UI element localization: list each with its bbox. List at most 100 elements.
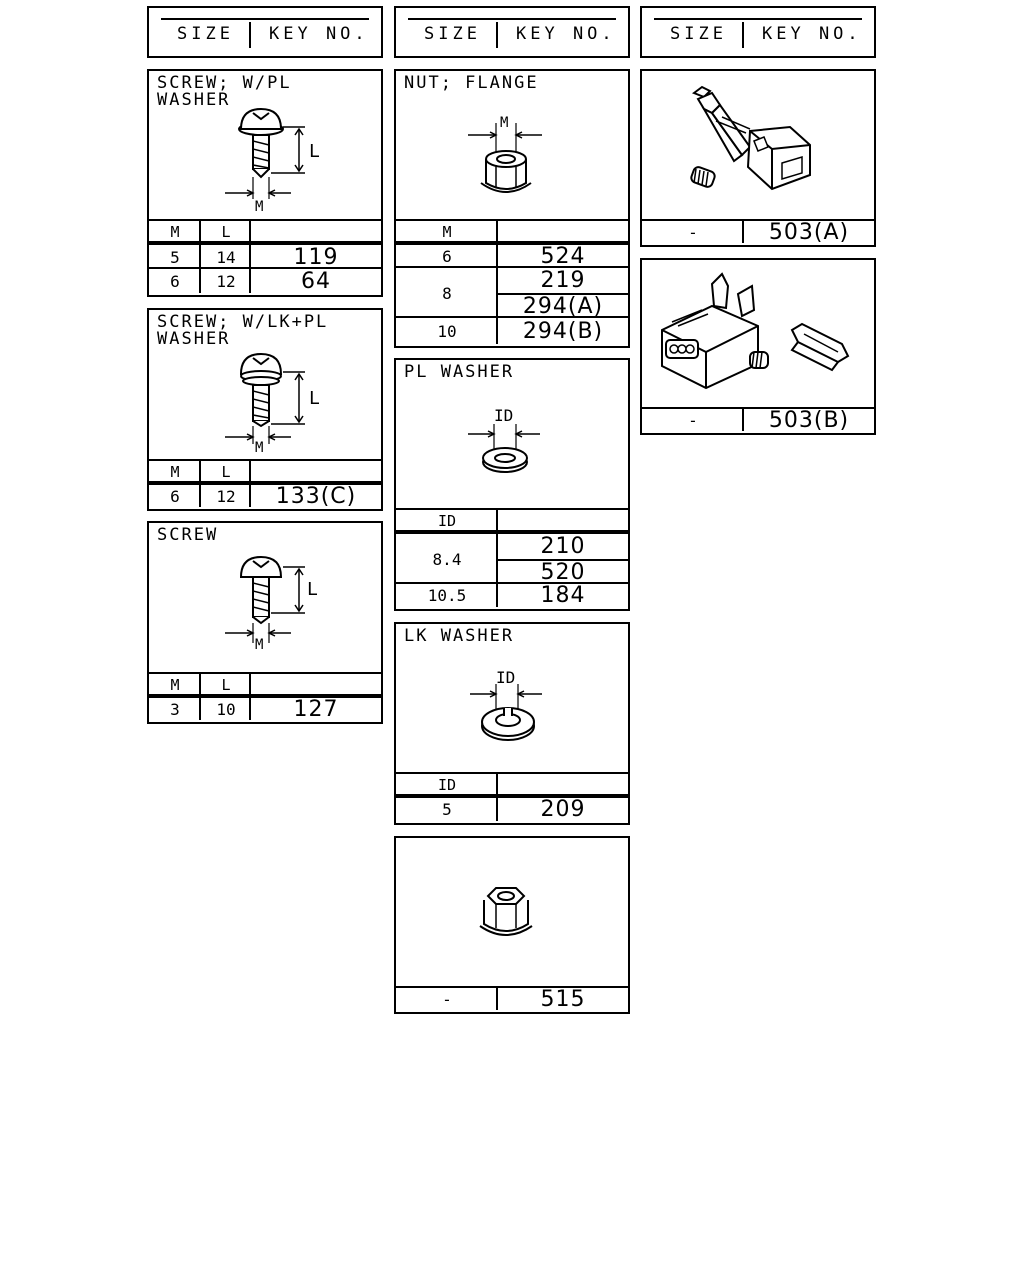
col-key-header bbox=[496, 221, 628, 243]
cell-m: 5 bbox=[170, 247, 180, 267]
part-lk-washer: LK WASHER ID ID 5 209 bbox=[394, 622, 630, 825]
col-l-header: L bbox=[199, 674, 251, 696]
part-nut-515: - 515 bbox=[394, 836, 630, 1014]
header-box-col1: SIZE KEY NO. bbox=[147, 6, 383, 58]
part-title: SCREW bbox=[157, 525, 219, 545]
connector-housing-drawing bbox=[661, 272, 850, 390]
table-row: 10.5 184 bbox=[396, 582, 628, 608]
size-table: ID 8.4 210 520 10.5 184 bbox=[396, 508, 628, 609]
cell-key: 503(B) bbox=[742, 408, 874, 433]
col-m-header: M bbox=[442, 223, 452, 241]
col-l-header: L bbox=[199, 461, 251, 483]
dim-id-label: ID bbox=[494, 406, 514, 425]
table-header-row: ID bbox=[396, 772, 628, 796]
cell-m: 3 bbox=[170, 699, 180, 719]
cell-key: 219 bbox=[496, 268, 628, 293]
header-box-col3: SIZE KEY NO. bbox=[640, 6, 876, 58]
table-row: 3 10 127 bbox=[149, 694, 381, 722]
col-m-header: M bbox=[170, 223, 180, 241]
size-table: M 6 524 8 219 294(A) 10 294(B) bbox=[396, 219, 628, 346]
table-header-row: M L bbox=[149, 672, 381, 696]
cell-key: 210 bbox=[496, 534, 628, 559]
table-row: 6 524 bbox=[396, 241, 628, 269]
dim-l-label: L bbox=[309, 388, 320, 409]
hex-flange-nut-drawing bbox=[479, 887, 533, 936]
cell-m: 8 bbox=[442, 283, 452, 303]
table-header-row: M bbox=[396, 219, 628, 243]
header-row: SIZE KEY NO. bbox=[408, 18, 616, 50]
table-header-row: ID bbox=[396, 508, 628, 532]
header-divider bbox=[496, 22, 498, 48]
dim-m-label: M bbox=[255, 440, 264, 456]
screw-drawing bbox=[225, 555, 305, 643]
plain-washer-drawing bbox=[468, 424, 540, 473]
table-row: - 515 bbox=[396, 986, 628, 1012]
col-key-header bbox=[249, 221, 381, 243]
col-m-header: M bbox=[170, 676, 180, 694]
col-l-header: L bbox=[199, 221, 251, 243]
size-table: M L 3 10 127 bbox=[149, 672, 381, 722]
cell-m: 10 bbox=[437, 321, 457, 341]
size-table: ID 5 209 bbox=[396, 772, 628, 823]
header-divider bbox=[742, 22, 744, 48]
size-header: SIZE bbox=[424, 24, 481, 44]
cell-l: 12 bbox=[199, 485, 251, 507]
size-table: - 503(A) bbox=[642, 219, 874, 245]
cell-key: 294(A) bbox=[496, 293, 628, 319]
cell-key: 184 bbox=[496, 583, 628, 608]
cell-m: 6 bbox=[442, 247, 452, 266]
table-row: 5 209 bbox=[396, 794, 628, 822]
part-pl-washer: PL WASHER ID ID 8.4 210 520 10.5 184 bbox=[394, 358, 630, 611]
part-connector-a: - 503(A) bbox=[640, 69, 876, 247]
cell-size: - bbox=[688, 222, 698, 242]
table-row: 8 219 294(A) bbox=[396, 266, 628, 319]
lock-washer-drawing bbox=[470, 684, 542, 741]
size-header: SIZE bbox=[177, 24, 234, 44]
table-row: 5 14 119 bbox=[149, 241, 381, 270]
col-key-header bbox=[249, 674, 381, 696]
cell-key: 503(A) bbox=[742, 220, 874, 245]
cell-key: 119 bbox=[249, 245, 381, 270]
col-m-header: M bbox=[170, 463, 180, 481]
part-title: LK WASHER bbox=[404, 626, 515, 646]
cell-m: 6 bbox=[170, 486, 180, 506]
part-screw: SCREW L M M L 3 10 127 bbox=[147, 521, 383, 724]
table-header-row: M L bbox=[149, 459, 381, 483]
key-no-header: KEY NO. bbox=[762, 24, 862, 44]
cell-id: 8.4 bbox=[432, 549, 462, 569]
screw-lk-washer-drawing bbox=[225, 352, 305, 444]
part-title: NUT; FLANGE bbox=[404, 73, 539, 93]
key-no-header: KEY NO. bbox=[269, 24, 369, 44]
cell-key: 64 bbox=[249, 269, 381, 294]
size-header: SIZE bbox=[670, 24, 727, 44]
cell-size: - bbox=[688, 410, 698, 430]
part-nut-flange: NUT; FLANGE M M 6 524 8 219 294(A) 10 29… bbox=[394, 69, 630, 348]
part-title: PL WASHER bbox=[404, 362, 515, 382]
cell-key: 294(B) bbox=[496, 318, 628, 344]
size-table: - 503(B) bbox=[642, 407, 874, 433]
cell-l: 12 bbox=[199, 269, 251, 293]
cell-l: 14 bbox=[199, 245, 251, 269]
header-row: SIZE KEY NO. bbox=[654, 18, 862, 50]
cell-id: 10.5 bbox=[427, 586, 467, 605]
part-title: SCREW; W/LK+PL WASHER bbox=[157, 312, 329, 349]
header-box-col2: SIZE KEY NO. bbox=[394, 6, 630, 58]
dim-l-label: L bbox=[307, 579, 318, 600]
table-row: - 503(A) bbox=[642, 219, 874, 245]
flange-nut-drawing bbox=[468, 123, 542, 193]
cell-key: 520 bbox=[496, 559, 628, 585]
part-screw-pl-washer: SCREW; W/PL WASHER L M M L 5 14 119 6 bbox=[147, 69, 383, 297]
cell-id: 5 bbox=[442, 800, 452, 819]
dim-l-label: L bbox=[309, 141, 320, 162]
cell-key: 127 bbox=[249, 697, 381, 722]
cell-m: 6 bbox=[170, 271, 180, 291]
table-row: 10 294(B) bbox=[396, 316, 628, 344]
part-connector-b: - 503(B) bbox=[640, 258, 876, 435]
col-id-header: ID bbox=[437, 512, 457, 530]
key-no-header: KEY NO. bbox=[516, 24, 616, 44]
header-row: SIZE KEY NO. bbox=[161, 18, 369, 50]
cell-size: - bbox=[442, 989, 452, 1009]
size-table: M L 5 14 119 6 12 64 bbox=[149, 219, 381, 295]
part-title: SCREW; W/PL WASHER bbox=[157, 73, 292, 110]
cell-key: 524 bbox=[496, 244, 628, 269]
